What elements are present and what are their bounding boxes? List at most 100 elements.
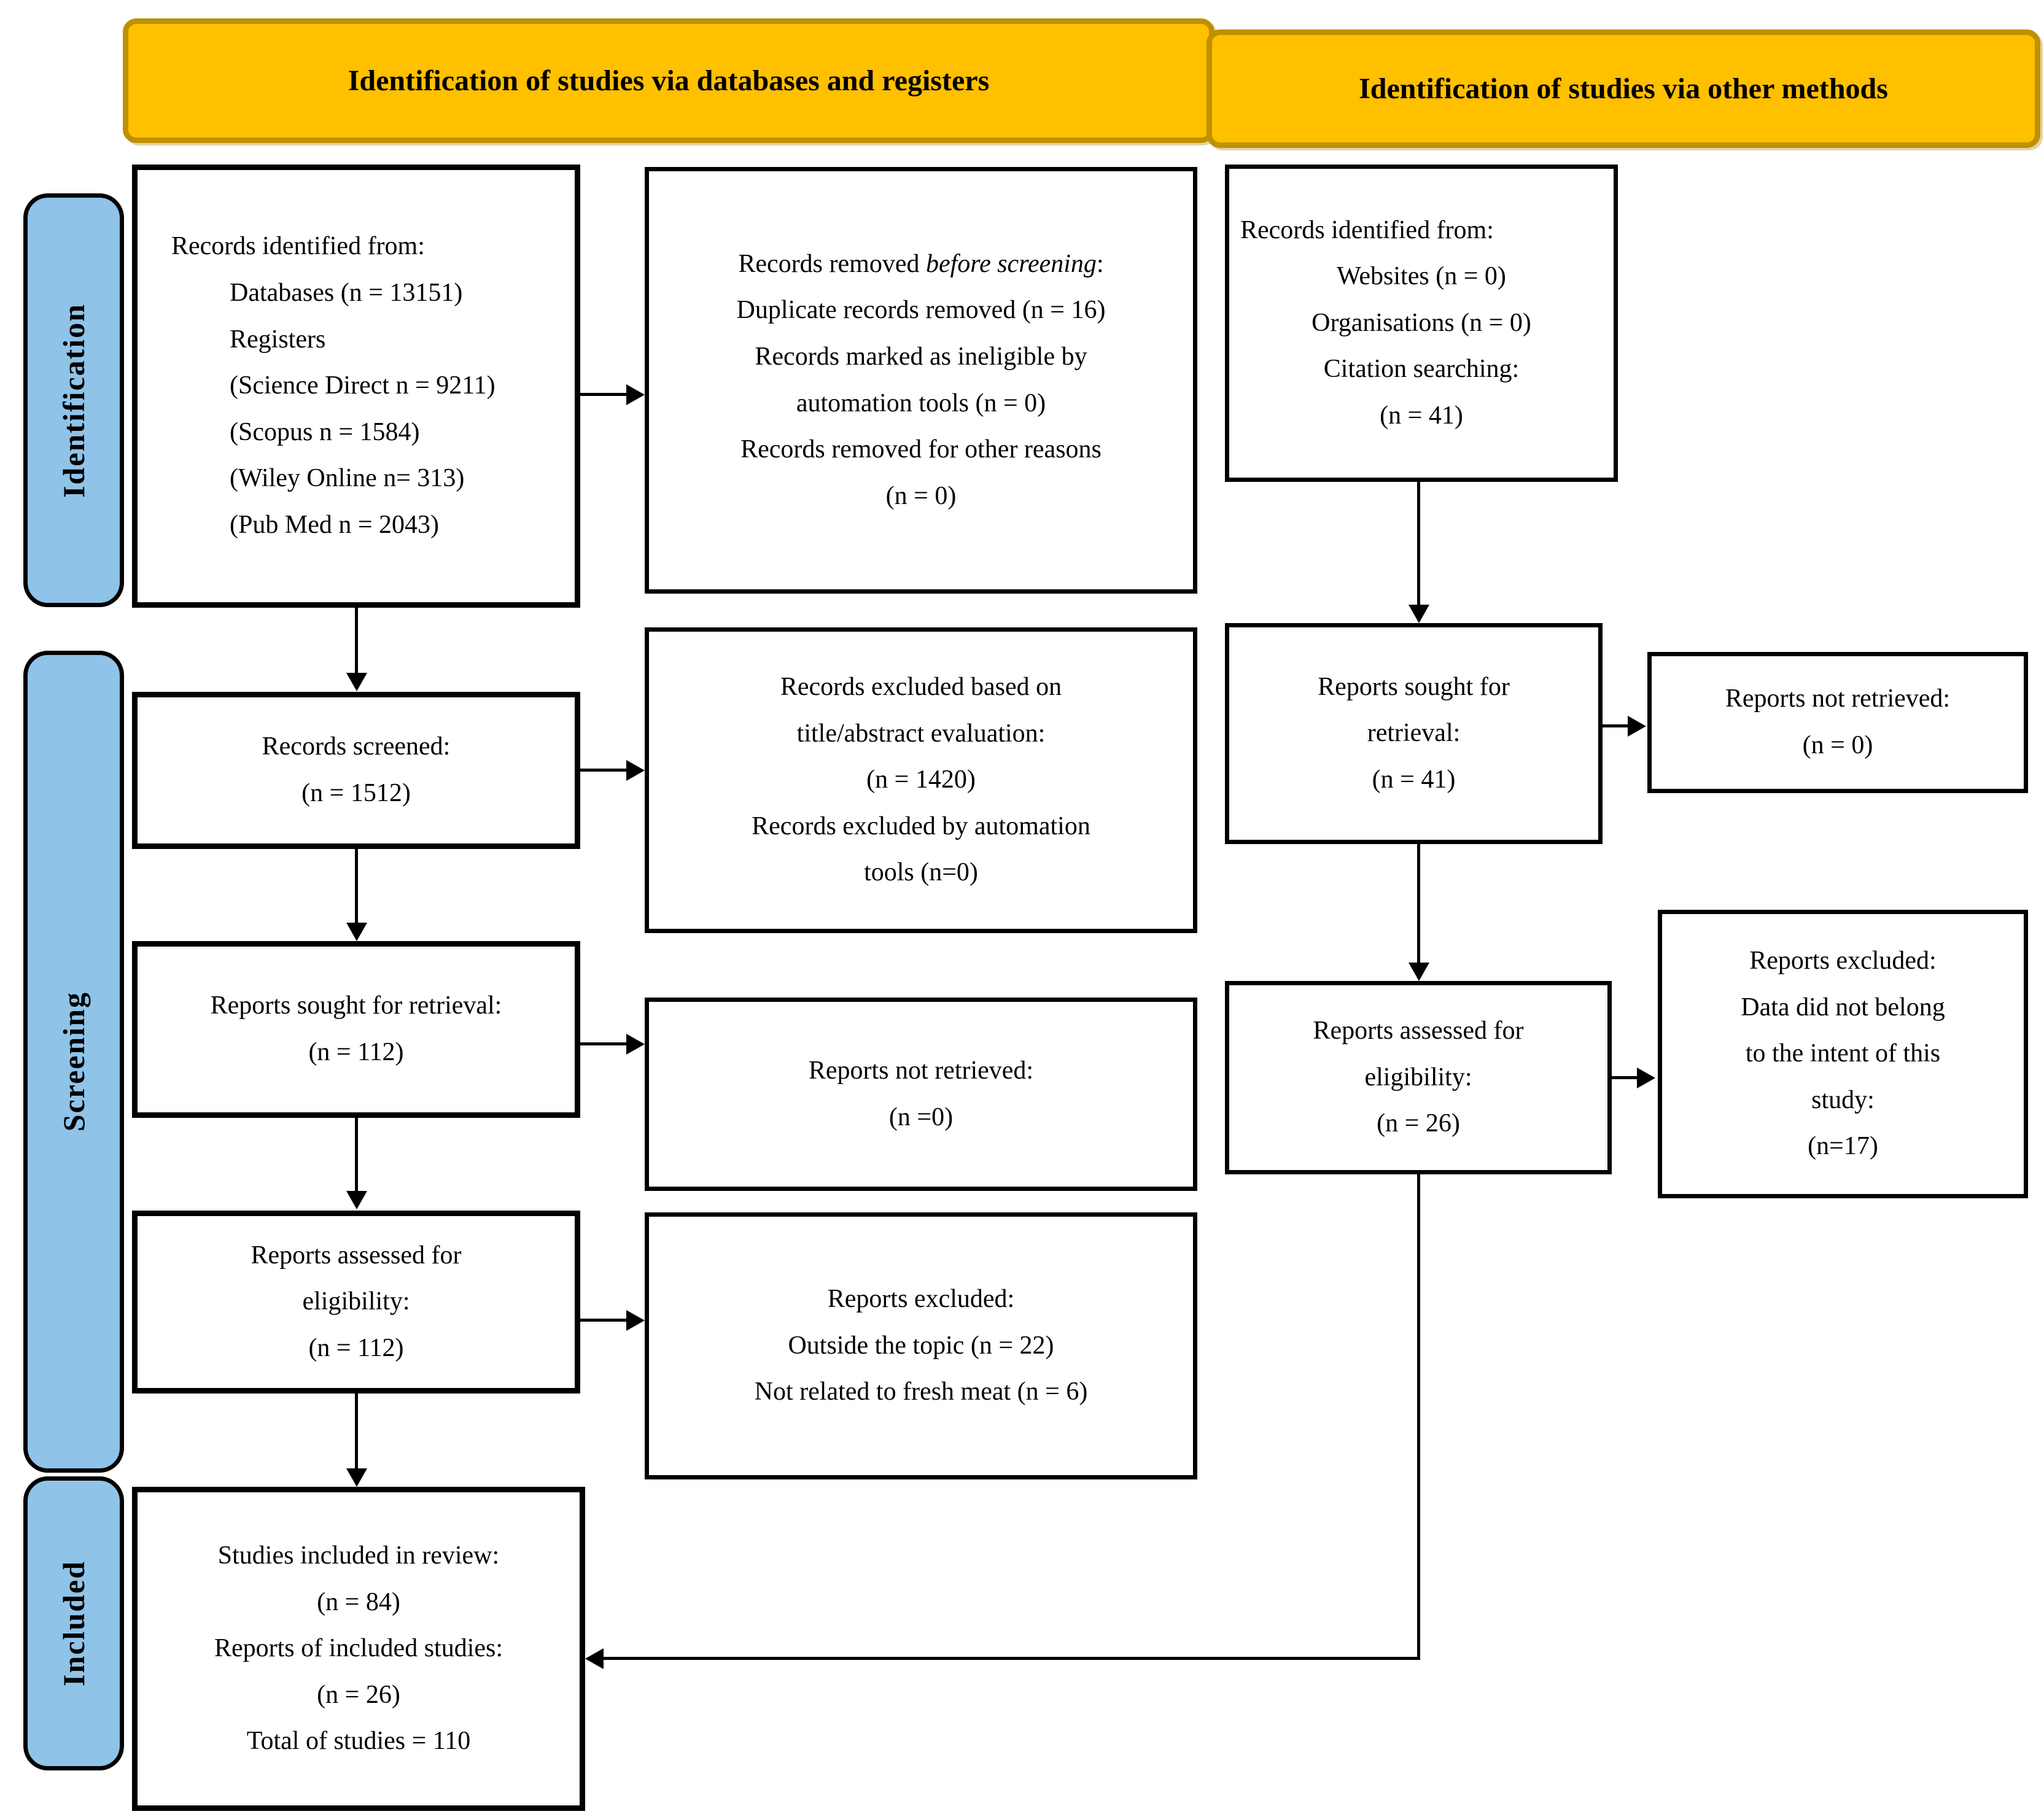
arrow-othersought-to-assessed-head [1409, 963, 1429, 981]
connector-otherassessed-left-line [604, 1657, 1420, 1660]
arrow-sought-to-notretrieved-head [626, 1034, 645, 1055]
text-line: Reports assessed for [251, 1241, 462, 1269]
box-records-removed-before-screening: Records removed before screening: Duplic… [645, 167, 1197, 594]
arrow-othersought-to-assessed-line [1417, 844, 1420, 964]
text-line: Records removed for other reasons [740, 435, 1102, 464]
text-line: to the intent of this [1745, 1039, 1941, 1068]
text-line: title/abstract evaluation: [796, 719, 1046, 748]
text-line: Records marked as ineligible by [755, 342, 1087, 371]
box-reports-excluded-databases: Reports excluded: Outside the topic (n = … [645, 1212, 1197, 1479]
text-line: automation tools (n = 0) [796, 389, 1046, 417]
text-line: Reports excluded: [827, 1285, 1015, 1314]
box-records-excluded-title-abstract-text: Records excluded based on title/abstract … [660, 664, 1182, 896]
box-records-identified-other: Records identified from: Websites (n = 0… [1225, 165, 1618, 482]
arrow-otherassessed-to-excluded-head [1637, 1068, 1655, 1088]
box-reports-not-retrieved-databases: Reports not retrieved: (n =0) [645, 998, 1197, 1191]
text-line: Outside the topic (n = 22) [788, 1331, 1054, 1360]
text-line: Records excluded by automation [752, 812, 1090, 840]
box-reports-not-retrieved-databases-text: Reports not retrieved: (n =0) [660, 1048, 1182, 1141]
arrow-assessed-to-excluded-line [580, 1319, 629, 1322]
text-line: (n =0) [888, 1103, 954, 1131]
arrow-otheridentified-to-sought-head [1409, 605, 1429, 623]
arrow-identified-to-screened-line [355, 608, 358, 675]
text-line: Citation searching: [1323, 355, 1520, 384]
arrow-assessed-to-included-head [346, 1468, 367, 1487]
text-line: Reports sought for [1318, 672, 1510, 701]
text-line: Total of studies = 110 [246, 1727, 471, 1756]
box-reports-assessed-other-text: Reports assessed for eligibility: (n = 26) [1240, 1008, 1596, 1147]
text-line: Duplicate records removed (n = 16) [736, 296, 1106, 325]
stage-label-included: Included [23, 1476, 124, 1770]
arrow-screened-to-sought-head [346, 923, 367, 941]
text-line: (n = 1512) [301, 779, 411, 807]
box-records-removed-line1: Records removed before screening: [660, 241, 1182, 288]
box-records-identified-other-items: Websites (n = 0)Organisations (n = 0)Cit… [1240, 254, 1603, 439]
box-records-screened-text: Records screened:(n = 1512) [149, 724, 564, 816]
box-reports-assessed-databases: Reports assessed for eligibility: (n = 112… [132, 1211, 580, 1393]
text-line: Databases (n = 13151) [230, 279, 463, 308]
text-line: Reports not retrieved: [808, 1056, 1034, 1085]
text-line: (n = 41) [1380, 401, 1463, 430]
box-studies-included: Studies included in review:(n = 84)Repor… [132, 1487, 585, 1811]
text-line: Records excluded based on [780, 673, 1062, 702]
text-line: (Wiley Online n= 313) [230, 464, 465, 493]
text-line: (n = 84) [317, 1587, 400, 1616]
arrow-otheridentified-to-sought-line [1417, 482, 1420, 606]
box-reports-assessed-other: Reports assessed for eligibility: (n = 26) [1225, 981, 1612, 1174]
text-line: (Science Direct n = 9211) [230, 371, 495, 400]
box-records-identified-databases: Records identified from: Databases (n = … [132, 165, 580, 608]
arrow-otherassessed-to-excluded-line [1612, 1076, 1639, 1079]
text-line: (Pub Med n = 2043) [230, 510, 440, 539]
box-records-screened: Records screened:(n = 1512) [132, 692, 580, 849]
stage-label-included-text: Included [56, 1560, 91, 1686]
arrow-screened-to-sought-line [355, 849, 358, 924]
text-line: eligibility: [302, 1287, 410, 1316]
text-line: Not related to fresh meat (n = 6) [754, 1378, 1088, 1406]
header-other-methods-label: Identification of studies via other meth… [1359, 72, 1888, 105]
stage-label-identification: Identification [23, 193, 124, 607]
text-line: Data did not belong [1741, 993, 1945, 1021]
stage-label-identification-text: Identification [56, 303, 91, 498]
arrow-screened-to-excluded-head [626, 760, 645, 781]
box-records-identified-databases-items: Databases (n = 13151) Registers (Science D… [171, 270, 564, 549]
text-line: (n = 26) [317, 1680, 400, 1709]
box-reports-not-retrieved-other-text: Reports not retrieved:(n = 0) [1663, 676, 2013, 769]
text-line: (n = 112) [308, 1333, 404, 1362]
box-records-identified-other-title: Records identified from: [1240, 215, 1494, 244]
text-line: (n = 112) [308, 1038, 404, 1066]
text-line: Websites (n = 0) [1337, 262, 1506, 291]
box-records-excluded-title-abstract: Records excluded based on title/abstract … [645, 627, 1197, 933]
box-records-removed-items: Duplicate records removed (n = 16) Record… [660, 287, 1182, 519]
text-line: (n = 26) [1377, 1109, 1460, 1138]
arrow-sought-to-notretrieved-line [580, 1042, 629, 1045]
header-other-methods: Identification of studies via other meth… [1207, 29, 2040, 148]
arrow-identified-to-removed-line [580, 393, 629, 396]
text-line: tools (n=0) [864, 858, 978, 887]
box-reports-sought-databases: Reports sought for retrieval: (n = 112) [132, 941, 580, 1118]
text-line: (n = 1420) [866, 766, 976, 794]
text-line: Registers [230, 325, 326, 354]
arrow-identified-to-removed-head [626, 384, 645, 405]
text-line: retrieval: [1367, 719, 1461, 748]
connector-otherassessed-down-line [1417, 1174, 1420, 1660]
text-line: Reports sought for retrieval: [210, 991, 502, 1020]
records-removed-prefix: Records removed [738, 249, 926, 278]
records-removed-suffix: : [1096, 249, 1104, 278]
box-studies-included-text: Studies included in review:(n = 84)Repor… [149, 1533, 569, 1765]
box-records-identified-databases-title: Records identified from: [171, 232, 425, 261]
box-reports-not-retrieved-other: Reports not retrieved:(n = 0) [1647, 652, 2028, 793]
records-removed-italic: before screening [925, 249, 1097, 278]
text-line: eligibility: [1364, 1063, 1472, 1091]
arrow-sought-to-assessed-line [355, 1118, 358, 1192]
header-databases-registers-label: Identification of studies via databases … [348, 64, 990, 97]
text-line: Reports assessed for [1313, 1017, 1524, 1045]
text-line: (n=17) [1808, 1132, 1878, 1161]
arrow-othersought-to-notretrieved-head [1628, 716, 1646, 737]
text-line: (n = 0) [885, 481, 957, 510]
text-line: Reports not retrieved: [1725, 684, 1951, 713]
